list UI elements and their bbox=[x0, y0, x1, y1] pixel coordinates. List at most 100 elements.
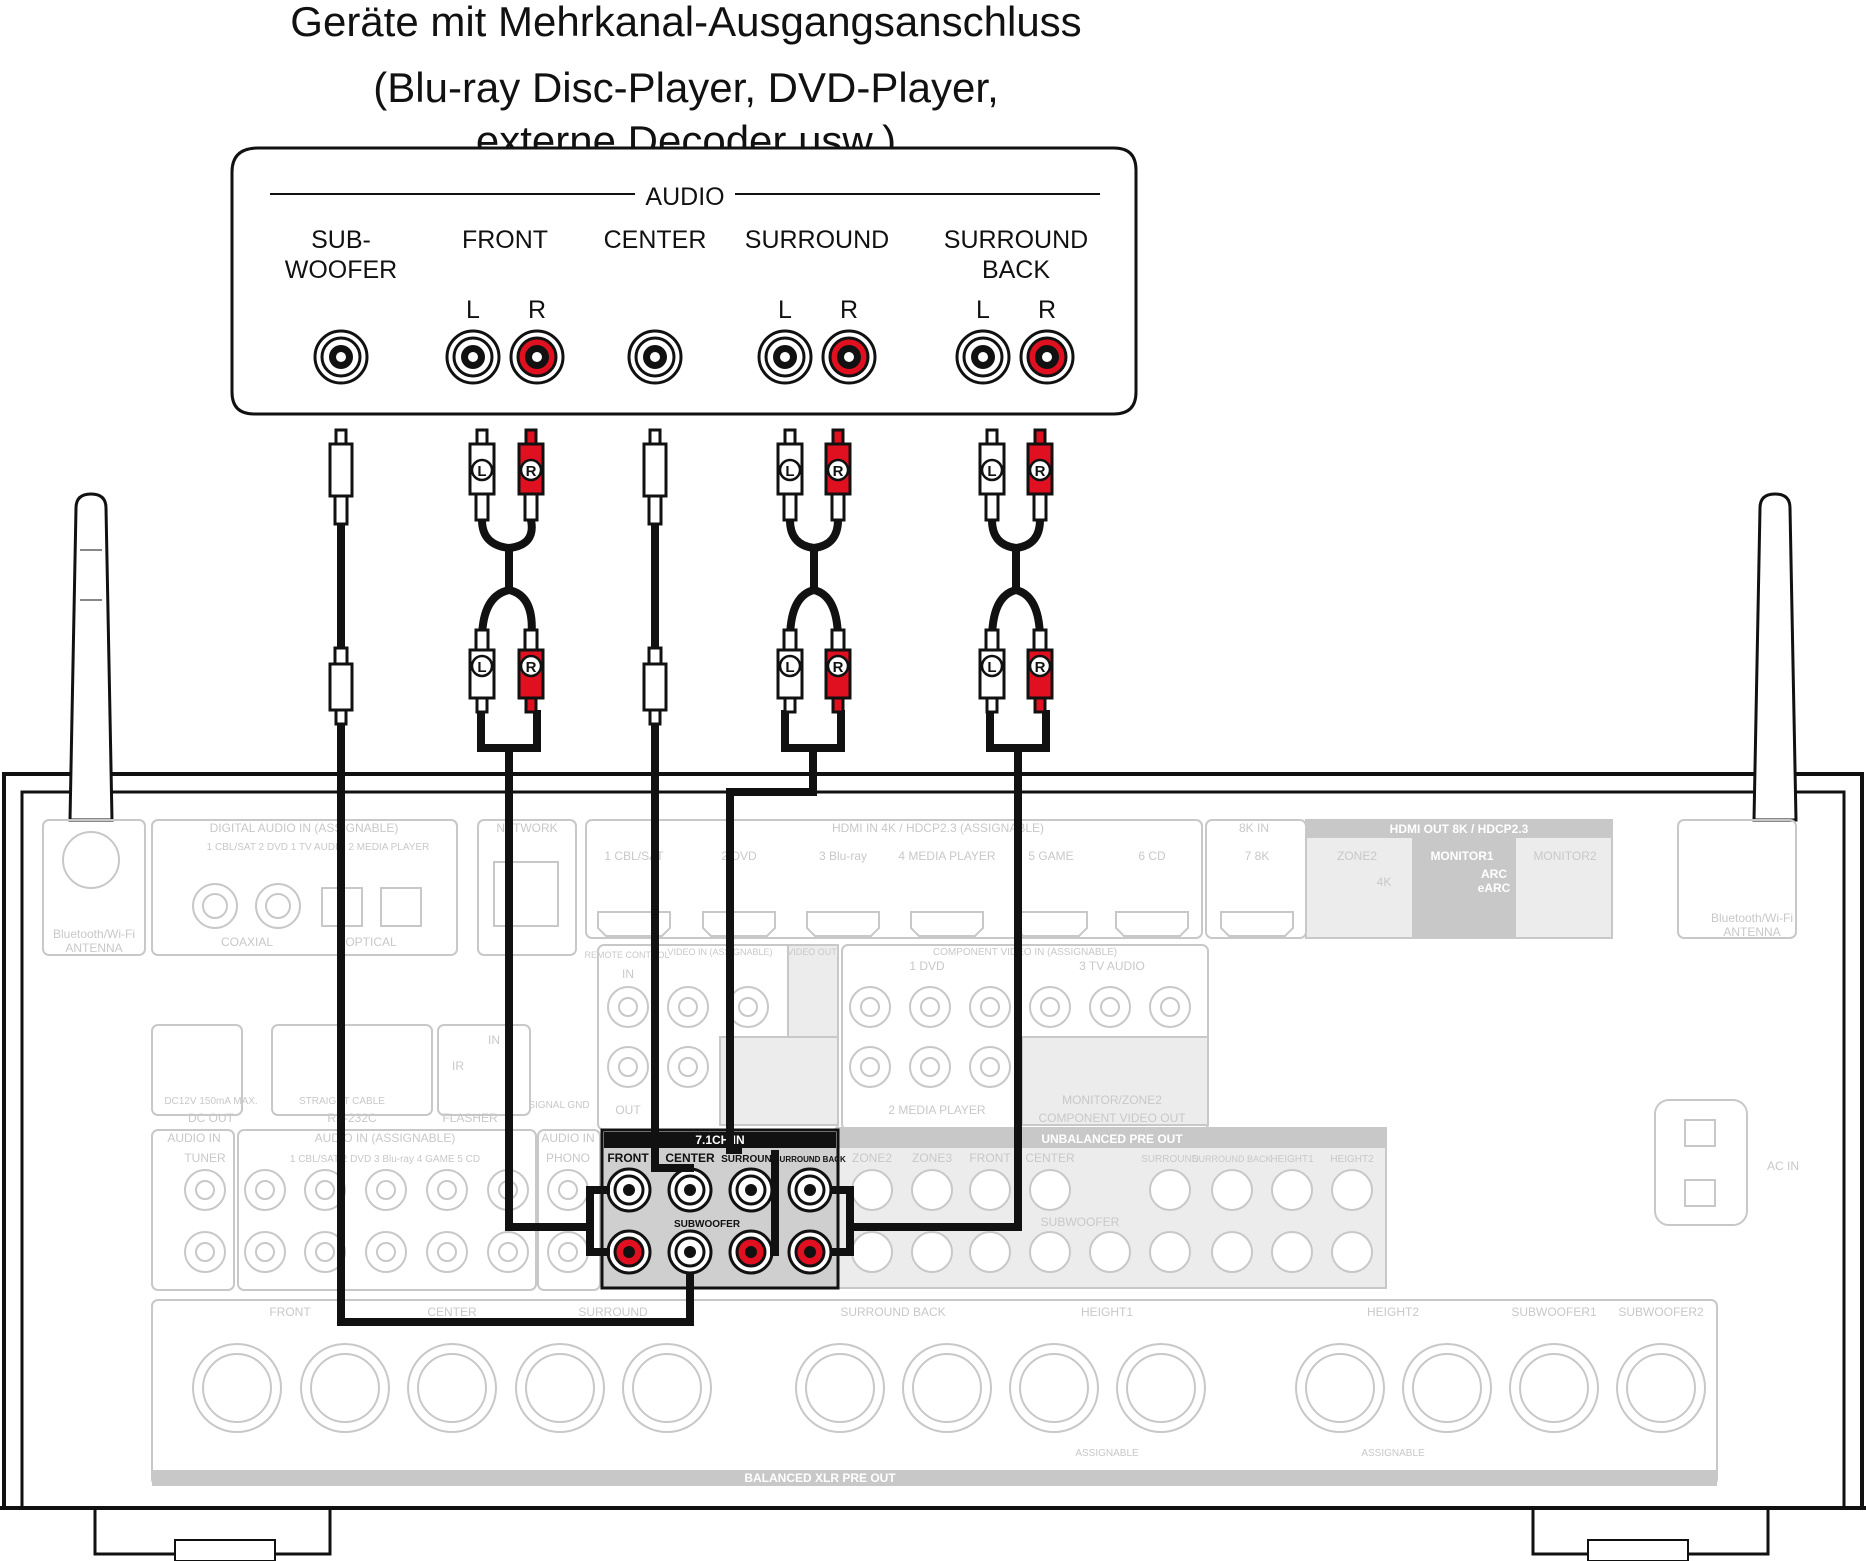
label-video-in: VIDEO IN (ASSIGNABLE) bbox=[667, 947, 772, 957]
label-audio-in-sub: 1 CBL/SAT 2 DVD 3 Blu-ray 4 GAME 5 CD bbox=[290, 1154, 480, 1165]
label-hdmi-8k-input: 7 8K bbox=[1245, 849, 1270, 863]
label-comp-sub3: 2 MEDIA PLAYER bbox=[888, 1103, 985, 1117]
front-l-label: L bbox=[466, 296, 480, 324]
channel-label-subwoofer-2: WOOFER bbox=[285, 256, 398, 284]
plugs-top: L R L R L bbox=[328, 428, 1054, 526]
label-arc: ARC bbox=[1481, 867, 1507, 881]
plug-letter: L bbox=[785, 463, 794, 480]
label-xlr-center: CENTER bbox=[427, 1305, 477, 1319]
ch71-jack-subwoofer bbox=[667, 1229, 713, 1275]
channel-label-subwoofer: SUB- bbox=[311, 226, 371, 254]
plug-front-l-bottom: L bbox=[468, 628, 496, 714]
cable-subwoofer bbox=[337, 700, 694, 1326]
label-digital-audio-in: DIGITAL AUDIO IN (ASSIGNABLE) bbox=[210, 821, 399, 835]
label-monitor2: MONITOR2 bbox=[1533, 849, 1596, 863]
label-rs232c: RS-232C bbox=[327, 1111, 377, 1125]
title-line-2: (Blu-ray Disc-Player, DVD-Player, bbox=[373, 64, 998, 111]
label-unbal-center: CENTER bbox=[1025, 1151, 1075, 1165]
label-unbal-surround: SURROUND bbox=[1141, 1154, 1199, 1165]
label-ch71-front: FRONT bbox=[607, 1151, 649, 1165]
label-tuner: TUNER bbox=[184, 1151, 226, 1165]
plug-letter: L bbox=[785, 659, 794, 676]
title-line-1: Geräte mit Mehrkanal-Ausgangsanschluss bbox=[290, 0, 1081, 45]
surround-l-label: L bbox=[778, 296, 792, 324]
plug-letter: L bbox=[987, 463, 996, 480]
label-monitor1: MONITOR1 bbox=[1430, 849, 1493, 863]
label-comp-sub2: 3 TV AUDIO bbox=[1079, 959, 1145, 973]
label-unbal-height2: HEIGHT2 bbox=[1330, 1154, 1374, 1165]
label-4k: 4K bbox=[1377, 875, 1392, 889]
plug-subwoofer-top bbox=[328, 428, 354, 526]
label-unbal-zone2: ZONE2 bbox=[852, 1151, 892, 1165]
label-unbal-surround-back: SURROUND BACK bbox=[1192, 1154, 1271, 1164]
plug-surround-back-r-top: R bbox=[1026, 428, 1054, 522]
jack-center bbox=[627, 329, 683, 385]
plug-surround-r-top: R bbox=[824, 428, 852, 522]
plug-letter: R bbox=[526, 463, 537, 480]
label-video-out: VIDEO OUT bbox=[787, 947, 837, 957]
label-xlr-surround: SURROUND bbox=[578, 1305, 648, 1319]
jack-surround-back-l bbox=[955, 329, 1011, 385]
plug-center-top bbox=[642, 428, 668, 526]
cable-surround-r bbox=[770, 1150, 779, 1256]
ch71-jack-front-r bbox=[606, 1229, 652, 1275]
plug-center-bottom bbox=[642, 646, 668, 726]
label-unbal-zone3: ZONE3 bbox=[912, 1151, 952, 1165]
label-unbalanced: UNBALANCED PRE OUT bbox=[1041, 1132, 1183, 1146]
label-assignable-2: ASSIGNABLE bbox=[1361, 1448, 1425, 1459]
label-unbal-subwoofer: SUBWOOFER bbox=[1041, 1215, 1120, 1229]
label-hdmi-input-3: 3 Blu-ray bbox=[819, 849, 867, 863]
plug-letter: R bbox=[526, 659, 537, 676]
ch71-in-block: 7.1CH IN FRONT CENTER SURROUND SURROUND … bbox=[600, 1128, 846, 1290]
label-remote-out: OUT bbox=[615, 1103, 641, 1117]
antenna-left bbox=[68, 492, 114, 822]
jack-surround-back-r bbox=[1019, 329, 1075, 385]
label-antenna-left-2: ANTENNA bbox=[65, 941, 122, 955]
label-optical: OPTICAL bbox=[345, 935, 397, 949]
label-hdmi-out: HDMI OUT 8K / HDCP2.3 bbox=[1390, 822, 1529, 836]
label-phono: PHONO bbox=[546, 1151, 590, 1165]
cable-splits bbox=[337, 519, 1044, 650]
ch71-jack-surround-back-l bbox=[787, 1167, 833, 1213]
channel-label-surround-back-2: BACK bbox=[982, 256, 1050, 284]
label-remote-in: IN bbox=[622, 967, 634, 981]
label-xlr-subwoofer2: SUBWOOFER2 bbox=[1618, 1305, 1704, 1319]
label-xlr-surround-back: SURROUND BACK bbox=[840, 1305, 945, 1319]
label-ch71-subwoofer: SUBWOOFER bbox=[674, 1219, 741, 1230]
label-zone2: ZONE2 bbox=[1337, 849, 1377, 863]
surround-back-r-label: R bbox=[1038, 296, 1056, 324]
label-xlr-subwoofer1: SUBWOOFER1 bbox=[1511, 1305, 1597, 1319]
label-comp-sub1: 1 DVD bbox=[909, 959, 945, 973]
label-monitor-zone2: MONITOR/ZONE2 bbox=[1062, 1093, 1162, 1107]
cable-center bbox=[651, 700, 694, 1172]
plug-surround-back-l-top: L bbox=[978, 428, 1006, 522]
plug-surround-r-bottom: R bbox=[824, 628, 852, 714]
label-coaxial: COAXIAL bbox=[221, 935, 273, 949]
ch71-jack-surround-back-r bbox=[787, 1229, 833, 1275]
label-signal-gnd: SIGNAL GND bbox=[528, 1100, 589, 1111]
label-assignable-1: ASSIGNABLE bbox=[1075, 1448, 1139, 1459]
channel-label-surround-back: SURROUND bbox=[944, 226, 1088, 254]
plug-front-l-top: L bbox=[468, 428, 496, 522]
antenna-right bbox=[1752, 492, 1798, 822]
plug-surround-back-l-bottom: L bbox=[978, 628, 1006, 714]
cable-surround bbox=[726, 710, 845, 1255]
channel-label-surround: SURROUND bbox=[745, 226, 889, 254]
plug-letter: L bbox=[987, 659, 996, 676]
label-digital-sub: 1 CBL/SAT 2 DVD 1 TV AUDIO 2 MEDIA PLAYE… bbox=[207, 842, 430, 853]
cable-surround-back bbox=[832, 710, 1050, 1256]
surround-r-label: R bbox=[840, 296, 858, 324]
label-component-in: COMPONENT VIDEO IN (ASSIGNABLE) bbox=[933, 947, 1117, 958]
label-hdmi-8k-in: 8K IN bbox=[1239, 821, 1269, 835]
jack-front-r bbox=[509, 329, 565, 385]
ch71-jack-surround-r bbox=[728, 1229, 774, 1275]
plug-front-r-bottom: R bbox=[517, 628, 545, 714]
label-earc: eARC bbox=[1478, 881, 1511, 895]
plug-front-r-top: R bbox=[517, 428, 545, 522]
label-antenna-right-2: ANTENNA bbox=[1723, 925, 1780, 939]
label-hdmi-input-6: 6 CD bbox=[1138, 849, 1166, 863]
plugs-bottom: L R L R L bbox=[328, 628, 1054, 726]
label-antenna-left: Bluetooth/Wi-Fi bbox=[53, 927, 135, 941]
label-ch71-center: CENTER bbox=[665, 1151, 715, 1165]
